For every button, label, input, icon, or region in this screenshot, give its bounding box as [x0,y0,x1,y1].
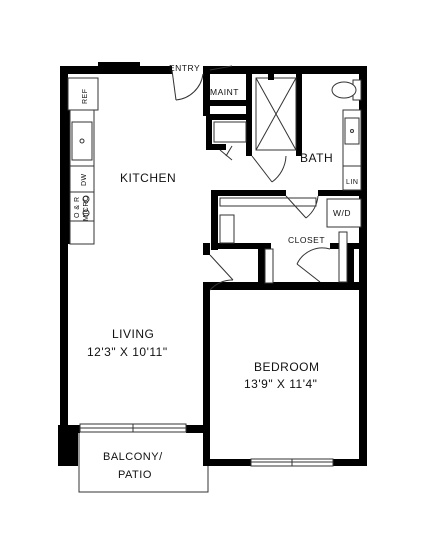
maint-cabinet [213,121,247,143]
interior-walls [203,66,367,466]
balcony-label-line2: PATIO [118,469,152,481]
living-dimensions: 12'3" X 10'11" [87,345,168,359]
closet-inner-door [296,247,331,283]
refrigerator [67,77,99,111]
shower [255,74,297,151]
balcony-outline [78,427,209,493]
bath-vanity [342,109,362,191]
balcony-sliding-door [79,423,187,433]
wd-label: W/D [333,208,351,218]
washer-dryer [326,198,362,228]
closet-label: CLOSET [288,235,325,245]
bedroom-door [209,254,234,291]
maint-label: MAINT [210,87,239,97]
exterior-walls [58,62,367,466]
lin-label: LIN [346,179,358,186]
entry-label: ENTRY [169,63,200,73]
bedroom-dimensions: 13'9" X 11'4" [244,377,317,391]
bedroom-label: BEDROOM [254,360,320,374]
closet-door [285,195,319,219]
kitchen-counter [66,109,95,245]
living-label: LIVING [112,327,154,341]
maint-door [209,65,233,71]
closet-shelves [219,197,348,284]
range-label: O & R [74,196,81,218]
entry-door [171,69,204,101]
bedroom-window [250,458,334,467]
bath-label: BATH [300,151,333,165]
kitchen-label: KITCHEN [120,171,176,185]
bath-door [219,145,287,183]
toilet [331,79,362,101]
dw-label: DW [81,173,88,186]
micro-label: MICRO [83,195,90,221]
balcony-label-line1: BALCONY/ [103,451,163,463]
ref-label: REF [82,89,89,105]
